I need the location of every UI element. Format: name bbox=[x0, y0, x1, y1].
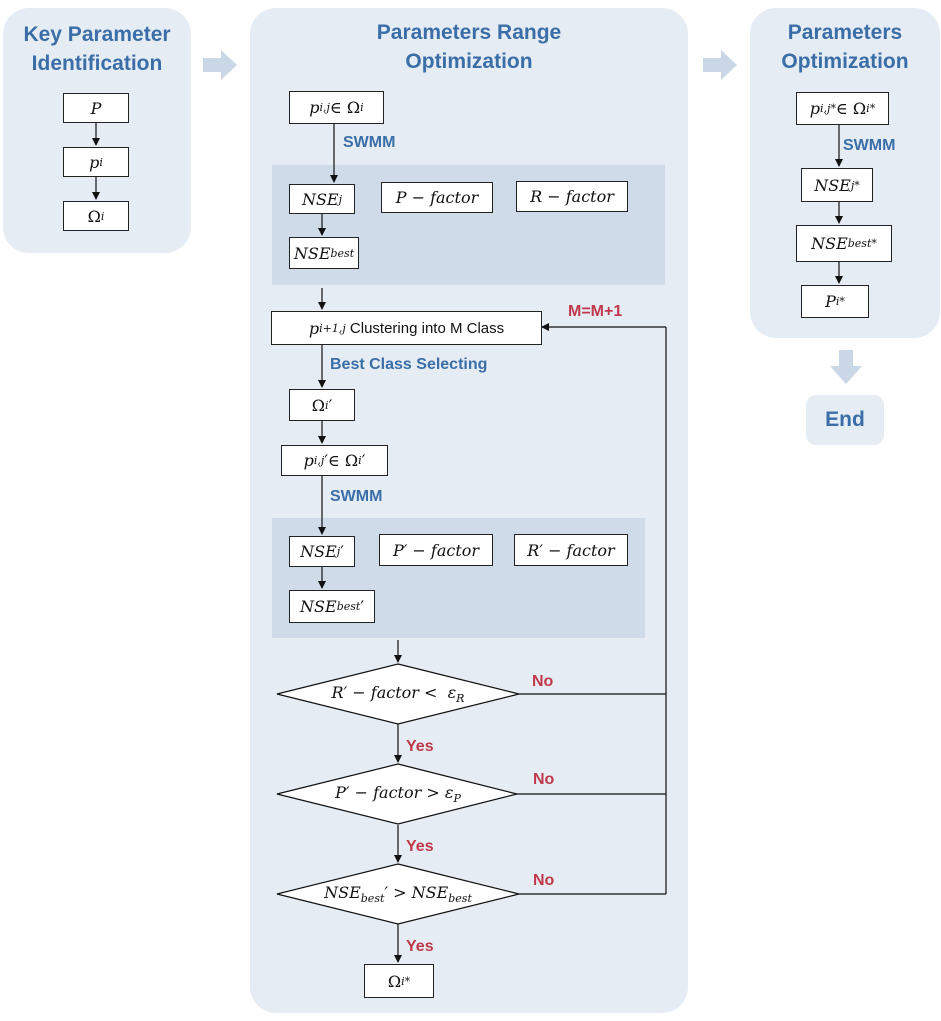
box-p-factor: P − factor bbox=[381, 182, 493, 213]
end-box: End bbox=[806, 395, 884, 445]
arrow-right-icon bbox=[703, 50, 737, 80]
swmm-label-2: SWMM bbox=[330, 488, 383, 505]
yes-label-3: Yes bbox=[406, 938, 434, 955]
decision-nse-best bbox=[276, 863, 520, 925]
no-label-3: No bbox=[533, 872, 555, 889]
decision-p-factor bbox=[276, 763, 518, 825]
range-optimization-title: Parameters Range Optimization bbox=[376, 21, 562, 73]
box-p: P bbox=[63, 93, 129, 123]
decision-r-factor bbox=[276, 663, 520, 725]
decision-nse-best-text: NSEbest′ > NSEbest bbox=[324, 882, 472, 906]
swmm-label-1: SWMM bbox=[343, 134, 396, 151]
best-class-label: Best Class Selecting bbox=[330, 356, 488, 373]
m-increment-label: M=M+1 bbox=[568, 303, 623, 320]
box-r-factor: R − factor bbox=[516, 181, 628, 212]
arrow-down-icon bbox=[830, 350, 862, 384]
yes-label-2: Yes bbox=[406, 838, 434, 855]
arrow-right-icon bbox=[203, 50, 237, 80]
no-label-2: No bbox=[533, 771, 555, 788]
swmm-label-3: SWMM bbox=[843, 137, 896, 154]
key-parameter-title: Key Parameter Identification bbox=[23, 23, 171, 75]
box-p-prime-factor: P′ − factor bbox=[379, 534, 493, 566]
box-r-prime-factor: R′ − factor bbox=[514, 534, 628, 566]
decision-r-factor-text: R′ − factor < εR bbox=[331, 682, 465, 706]
yes-label-1: Yes bbox=[406, 738, 434, 755]
parameters-optimization-title: Parameters Optimization bbox=[781, 21, 909, 73]
decision-p-factor-text: P′ − factor > εP bbox=[335, 782, 461, 806]
no-label-1: No bbox=[532, 673, 554, 690]
